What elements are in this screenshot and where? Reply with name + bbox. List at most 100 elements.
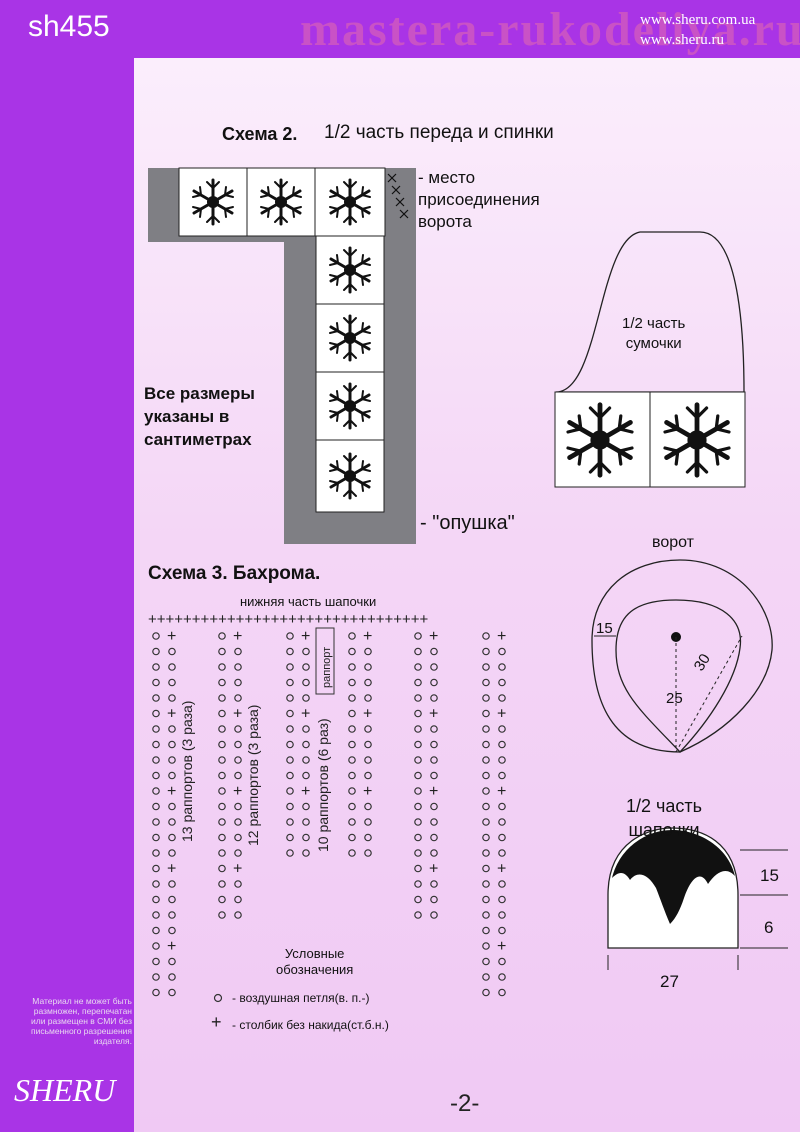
chain-stitch-mark	[498, 926, 506, 935]
chain-stitch-mark	[482, 771, 490, 780]
chain-stitch-mark	[302, 802, 310, 811]
chain-stitch-mark	[482, 678, 490, 687]
chain-stitch-mark	[286, 678, 294, 687]
chain-stitch-mark	[364, 647, 372, 656]
chain-stitch-mark	[168, 818, 176, 826]
chain-stitch-mark	[168, 756, 176, 764]
chain-stitch-mark	[218, 632, 226, 640]
chain-stitch-mark	[482, 632, 490, 640]
chain-stitch-mark	[302, 678, 310, 687]
chain-stitch-mark	[152, 725, 160, 733]
chain-stitch-mark	[234, 725, 242, 733]
chain-stitch-mark	[348, 678, 356, 687]
chain-stitch-mark	[364, 663, 372, 671]
chain-stitch-mark	[218, 818, 226, 826]
label-10-repeats: 10 раппортов (6 раз)	[315, 718, 331, 852]
chain-stitch-mark	[498, 771, 506, 780]
legend-single-crochet: - столбик без накида(ст.б.н.)	[232, 1018, 389, 1032]
chain-stitch-mark	[430, 725, 438, 733]
chain-stitch-mark	[414, 849, 422, 857]
chain-stitch-mark	[430, 849, 438, 857]
chain-stitch-mark	[234, 678, 242, 687]
chain-stitch-mark	[302, 694, 310, 702]
chain-stitch-mark	[218, 864, 226, 873]
chain-stitch-mark	[152, 849, 160, 857]
page-number: -2-	[450, 1090, 480, 1117]
chain-stitch-mark	[364, 833, 372, 842]
chain-stitch-mark	[234, 895, 242, 904]
chain-stitch-mark	[414, 663, 422, 671]
chain-stitch-mark	[498, 973, 506, 981]
chain-stitch-mark	[168, 849, 176, 857]
chain-stitch-mark	[234, 694, 242, 702]
chain-stitch-mark	[302, 663, 310, 671]
chain-stitch-mark	[152, 973, 160, 981]
chain-stitch-mark	[430, 802, 438, 811]
chain-stitch-mark	[364, 725, 372, 733]
chain-stitch-mark	[364, 678, 372, 687]
collar-note-1: - место	[418, 168, 476, 187]
single-crochet-mark: +	[429, 706, 438, 723]
single-crochet-mark: +	[497, 628, 506, 645]
chain-stitch-mark	[152, 880, 160, 888]
chain-stitch-mark	[286, 833, 294, 842]
top-banner	[134, 0, 800, 58]
chain-stitch-mark	[152, 802, 160, 811]
chain-stitch-mark	[152, 942, 160, 950]
chain-stitch-mark	[218, 725, 226, 733]
chain-stitch-mark	[414, 895, 422, 904]
chain-stitch-mark	[414, 632, 422, 640]
chain-stitch-mark	[430, 818, 438, 826]
chain-stitch-mark	[348, 818, 356, 826]
chain-stitch-mark	[430, 740, 438, 749]
chain-stitch-mark	[152, 895, 160, 904]
chain-stitch-mark	[482, 756, 490, 764]
svg-text:+: +	[211, 1012, 222, 1032]
chain-stitch-mark	[152, 678, 160, 687]
chain-stitch-mark	[430, 647, 438, 656]
chain-stitch-mark	[152, 988, 160, 997]
chain-stitch-mark	[364, 802, 372, 811]
single-crochet-mark: +	[167, 783, 176, 800]
scheme3-title: Схема 3. Бахрома.	[148, 563, 321, 584]
chain-stitch-mark	[168, 725, 176, 733]
chain-stitch-mark	[234, 802, 242, 811]
chain-stitch-mark	[218, 771, 226, 780]
brand-logo: SHERU	[14, 1072, 116, 1108]
chain-stitch-mark	[482, 942, 490, 950]
chain-stitch-mark	[348, 632, 356, 640]
svg-text:++++++++++++++++++++++++++++++: ++++++++++++++++++++++++++++++++	[148, 611, 429, 628]
chain-stitch-mark	[152, 632, 160, 640]
chain-stitch-mark	[498, 647, 506, 656]
site-url-ru: www.sheru.ru	[640, 32, 725, 48]
trim-note: - "опушка"	[420, 512, 515, 534]
chain-stitch-mark	[218, 647, 226, 656]
chain-stitch-mark	[168, 988, 176, 997]
chain-stitch-mark	[234, 756, 242, 764]
legend-chain-stitch: - воздушная петля(в. п.-)	[232, 991, 370, 1005]
chain-stitch-mark	[414, 880, 422, 888]
chain-stitch-mark	[348, 709, 356, 718]
chain-stitch-mark	[302, 647, 310, 656]
single-crochet-mark: +	[301, 783, 310, 800]
single-crochet-mark: +	[167, 628, 176, 645]
single-crochet-mark: +	[497, 706, 506, 723]
chain-stitch-mark	[430, 771, 438, 780]
site-url-ua: www.sheru.com.ua	[640, 12, 756, 28]
chain-stitch-mark	[430, 895, 438, 904]
chain-stitch-mark	[168, 740, 176, 749]
chain-stitch-mark	[286, 663, 294, 671]
chain-stitch-mark	[364, 694, 372, 702]
single-crochet-mark: +	[429, 783, 438, 800]
chain-stitch-mark	[414, 911, 422, 919]
label-12-repeats: 12 раппортов (3 раза)	[245, 705, 261, 846]
chain-stitch-mark	[218, 880, 226, 888]
chain-stitch-mark	[498, 957, 506, 966]
chain-stitch-mark	[482, 802, 490, 811]
collar-note-3: ворота	[418, 212, 472, 231]
chain-stitch-mark	[348, 725, 356, 733]
chain-stitch-mark	[498, 833, 506, 842]
chain-stitch-mark	[152, 740, 160, 749]
chain-stitch-mark	[218, 911, 226, 919]
